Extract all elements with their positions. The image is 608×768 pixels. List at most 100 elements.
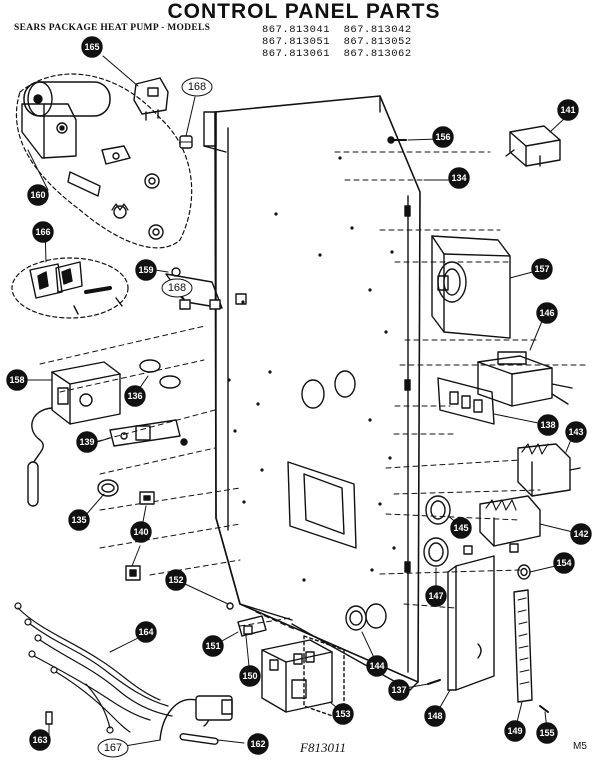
wire-harness-164-drawing (14, 602, 173, 734)
callout-number: 166 (35, 227, 50, 237)
screw-155-drawing (539, 705, 549, 713)
callout-167: 167 (97, 738, 129, 758)
callout-number: 156 (435, 132, 450, 142)
callout-bubbles: 165 168 141 156 134 160 166 157 159 168 146 158 136 1… (6, 36, 592, 758)
callout-number: 167 (104, 742, 122, 754)
relay-165-drawing (133, 77, 169, 121)
transformer-146-drawing (477, 351, 573, 407)
sheet-code: M5 (573, 741, 587, 752)
contactor-153-drawing (261, 635, 345, 721)
callout-159: 159 (135, 259, 157, 281)
plate-139-drawing (109, 419, 188, 447)
callout-number: 149 (507, 726, 522, 736)
callout-168: 168 (181, 77, 213, 97)
callout-number: 151 (205, 641, 220, 651)
callout-165: 165 (81, 36, 103, 58)
contactor-143-drawing (517, 443, 581, 497)
callout-156: 156 (432, 126, 454, 148)
clip-136-drawing (139, 359, 181, 389)
callout-140: 140 (130, 521, 152, 543)
callout-number: 134 (451, 173, 466, 183)
fitting-147-drawing (423, 537, 449, 567)
callout-149: 149 (504, 720, 526, 742)
callout-144: 144 (366, 655, 388, 677)
cover-148-drawing (447, 555, 495, 691)
callout-147: 147 (425, 585, 447, 607)
callout-164: 164 (135, 621, 157, 643)
callout-146: 146 (536, 302, 558, 324)
control-panel-134-drawing (203, 95, 421, 691)
callout-number: 140 (133, 527, 148, 537)
clip-168-top-drawing (179, 135, 193, 149)
callout-163: 163 (29, 729, 51, 751)
callout-number: 152 (168, 575, 183, 585)
rod-162-drawing (179, 733, 219, 745)
callout-139: 139 (76, 431, 98, 453)
callout-142: 142 (570, 523, 592, 545)
callout-number: 168 (188, 81, 206, 93)
model-number: 867.813061 (262, 48, 331, 60)
callout-137: 137 (388, 679, 410, 701)
callout-number: 143 (568, 427, 583, 437)
model-list-row-2: 867.813051 867.813052 (262, 36, 412, 48)
callout-number: 139 (79, 437, 94, 447)
terminal-board-138-drawing (437, 377, 495, 425)
callout-number: 155 (539, 728, 554, 738)
callout-number: 135 (71, 515, 86, 525)
diagram-title: CONTROL PANEL PARTS (167, 0, 441, 23)
bracket-151-drawing (226, 602, 267, 637)
callout-number: 162 (250, 739, 265, 749)
callout-155: 155 (536, 722, 558, 744)
screw-137-drawing (427, 679, 441, 685)
screw-163-drawing (45, 711, 53, 725)
callout-168: 168 (161, 278, 193, 298)
model-number: 867.813041 (262, 24, 331, 36)
leader-lines (39, 151, 586, 631)
callout-number: 138 (540, 420, 555, 430)
callout-162: 162 (247, 733, 269, 755)
timer-157-drawing (431, 235, 511, 339)
callout-number: 147 (428, 591, 443, 601)
callout-number: 145 (453, 523, 468, 533)
model-list-row-3: 867.813061 867.813062 (262, 48, 412, 60)
callout-number: 144 (369, 661, 384, 671)
callout-number: 157 (534, 264, 549, 274)
callout-154: 154 (553, 552, 575, 574)
callout-number: 163 (32, 735, 47, 745)
callout-number: 168 (168, 282, 186, 294)
capacitor-group-160-drawing (15, 73, 193, 249)
callout-number: 154 (556, 558, 571, 568)
relay-141-drawing (505, 125, 561, 167)
callout-153: 153 (332, 703, 354, 725)
callout-160: 160 (27, 184, 49, 206)
sensor-167-drawing (159, 695, 233, 741)
grommet-144-drawing (345, 605, 367, 631)
callout-145: 145 (450, 517, 472, 539)
switch-group-166-drawing (11, 257, 129, 319)
callout-135: 135 (68, 509, 90, 531)
callout-150: 150 (239, 665, 261, 687)
callout-136: 136 (124, 385, 146, 407)
callout-number: 164 (138, 627, 153, 637)
callout-number: 141 (560, 105, 575, 115)
callout-158: 158 (6, 369, 28, 391)
model-number: 867.813051 (262, 36, 331, 48)
model-number: 867.813042 (343, 24, 412, 36)
callout-152: 152 (165, 569, 187, 591)
callout-134: 134 (448, 167, 470, 189)
callout-number: 142 (573, 529, 588, 539)
callout-number: 158 (9, 375, 24, 385)
clamp-135-drawing (97, 479, 119, 497)
callout-number: 137 (391, 685, 406, 695)
callout-number: 150 (242, 671, 257, 681)
relay-142-drawing (463, 495, 541, 555)
callout-151: 151 (202, 635, 224, 657)
callout-143: 143 (565, 421, 587, 443)
switch-140-drawing (125, 491, 155, 581)
diagram-subtitle: SEARS PACKAGE HEAT PUMP - MODELS (14, 23, 211, 33)
callout-number: 165 (84, 42, 99, 52)
drawing-code: F813011 (300, 740, 346, 755)
fitting-145-drawing (425, 495, 451, 525)
